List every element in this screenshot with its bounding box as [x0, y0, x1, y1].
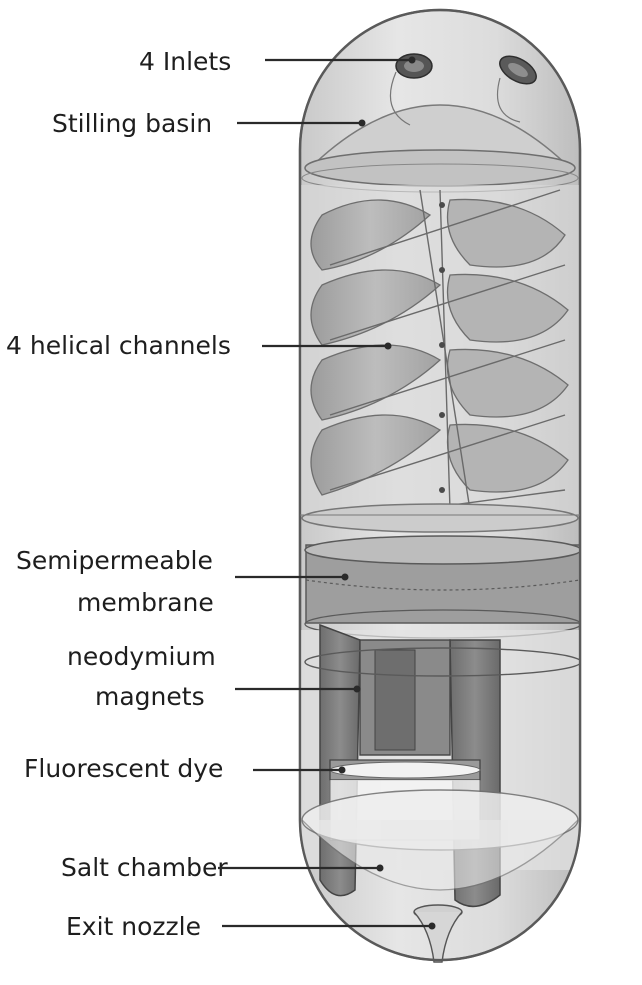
semipermeable-membrane	[304, 535, 580, 639]
leader-lines	[218, 56, 436, 930]
label-inlets: 4 Inlets	[139, 47, 231, 76]
label-magnets-line1: neodymium	[67, 642, 216, 671]
helical-channels	[300, 185, 580, 533]
label-magnets-line2: magnets	[95, 682, 205, 711]
label-membrane-line2: membrane	[77, 588, 214, 617]
salt-chamber	[301, 789, 579, 891]
exit-nozzle	[413, 904, 463, 963]
label-helical-channels: 4 helical channels	[6, 331, 231, 360]
label-salt-chamber: Salt chamber	[61, 853, 228, 882]
label-exit-nozzle: Exit nozzle	[66, 912, 201, 941]
stilling-basin	[301, 104, 579, 193]
label-fluorescent-dye: Fluorescent dye	[24, 754, 223, 783]
label-membrane-line1: Semipermeable	[16, 546, 213, 575]
label-stilling-basin: Stilling basin	[52, 109, 212, 138]
